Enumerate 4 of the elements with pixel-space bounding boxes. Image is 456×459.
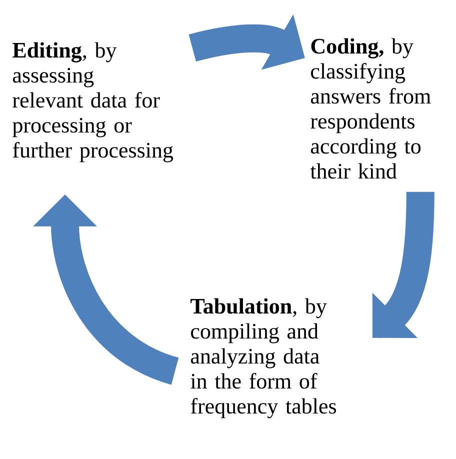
step-text: Editing, by assessing relevant data for processing or further processing [12, 42, 174, 162]
curved-arrow [372, 192, 434, 338]
step-text: Coding, by classifying answers from respondents according to their kind [310, 38, 431, 179]
step-text: Tabulation, by compiling and analyzing data in the form of frequency tables [190, 298, 336, 418]
